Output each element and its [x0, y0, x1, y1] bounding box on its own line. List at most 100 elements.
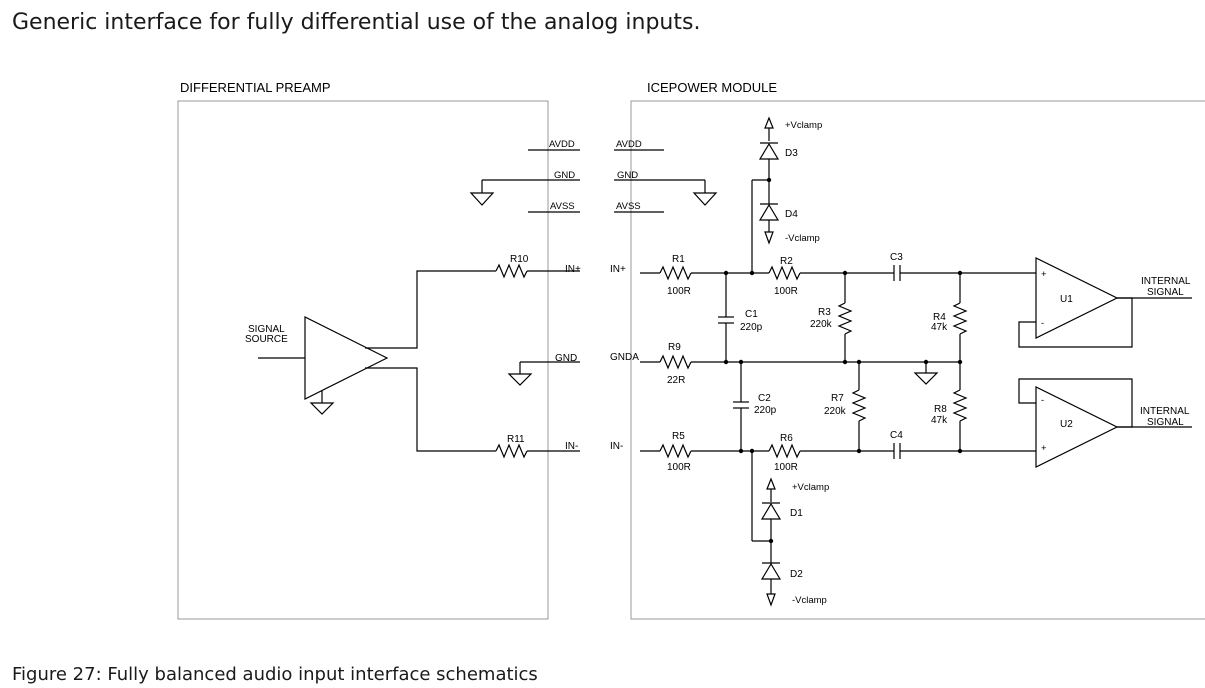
signal-source-amplifier — [304, 316, 389, 400]
ground-symbol — [507, 362, 533, 386]
u1-ref: U1 — [1060, 294, 1073, 305]
r2-resistor — [768, 265, 801, 281]
preamp-in-minus-label: IN- — [565, 441, 578, 452]
module-in-plus-label: IN+ — [610, 264, 626, 275]
u1-plus-pin: + — [1041, 269, 1047, 280]
vclamp-pos-bottom-arrow — [766, 477, 776, 502]
vclamp-pos-bottom-label: +Vclamp — [792, 482, 829, 493]
vclamp-neg-top-arrow — [764, 231, 774, 245]
u2-minus-pin: - — [1041, 395, 1044, 406]
r1-resistor — [659, 265, 692, 281]
c3-capacitor — [893, 265, 901, 281]
d2-ref: D2 — [790, 569, 803, 580]
r8-value: 47k — [931, 415, 948, 426]
r11-resistor — [495, 443, 528, 459]
r7-resistor — [851, 389, 867, 422]
r7-ref: R7 — [831, 393, 844, 404]
vclamp-pos-top-label: +Vclamp — [785, 120, 822, 131]
d4-diode — [758, 203, 780, 221]
module-avss-label: AVSS — [616, 201, 641, 212]
preamp-block — [177, 100, 549, 620]
vclamp-neg-bottom-label: -Vclamp — [792, 595, 827, 606]
preamp-block-label: DIFFERENTIAL PREAMP — [180, 80, 330, 95]
junction-dot — [856, 448, 862, 454]
u2-opamp — [1035, 386, 1119, 468]
figure-caption: Figure 27: Fully balanced audio input in… — [12, 664, 538, 685]
r1-value: 100R — [667, 286, 691, 297]
ground-symbol — [913, 362, 939, 385]
preamp-avdd-label: AVDD — [549, 139, 575, 150]
d1-diode — [760, 502, 782, 520]
r3-resistor — [837, 302, 853, 335]
c1-capacitor — [718, 316, 734, 324]
junction-dot — [723, 359, 729, 365]
u1-opamp — [1035, 257, 1119, 339]
r6-ref: R6 — [780, 433, 793, 444]
c2-capacitor — [733, 401, 749, 409]
u2-ref: U2 — [1060, 419, 1073, 430]
vclamp-neg-top-label: -Vclamp — [785, 233, 820, 244]
module-avdd-label: AVDD — [616, 139, 642, 150]
module-block — [630, 100, 1205, 620]
r5-resistor — [659, 443, 692, 459]
r9-value: 22R — [667, 375, 685, 386]
c1-ref: C1 — [745, 309, 758, 320]
r1-ref: R1 — [672, 254, 685, 265]
module-gnda-label: GNDA — [610, 352, 639, 363]
r9-ref: R9 — [668, 342, 681, 353]
d4-ref: D4 — [785, 209, 798, 220]
module-gnd-label: GND — [617, 170, 638, 181]
junction-dot — [738, 448, 744, 454]
r9-resistor — [659, 354, 692, 370]
r11-ref: R11 — [507, 434, 525, 445]
preamp-in-plus-label: IN+ — [565, 264, 581, 275]
r4-value: 47k — [931, 322, 948, 333]
c3-ref: C3 — [890, 252, 903, 263]
signal-source-label-1: SIGNAL — [248, 324, 285, 335]
output2-label-2: SIGNAL — [1147, 417, 1184, 428]
output2-label-1: INTERNAL — [1140, 406, 1190, 417]
u1-minus-pin: - — [1041, 318, 1044, 329]
vclamp-pos-top-arrow — [764, 116, 774, 141]
preamp-gnd-top-label: GND — [554, 170, 575, 181]
c4-ref: C4 — [890, 430, 903, 441]
vclamp-neg-bottom-arrow — [766, 593, 776, 607]
r3-ref: R3 — [818, 307, 831, 318]
signal-source-label-2: SOURCE — [245, 334, 288, 345]
c2-ref: C2 — [758, 393, 771, 404]
r2-ref: R2 — [780, 256, 793, 267]
output1-label-1: INTERNAL — [1141, 276, 1191, 287]
u2-plus-pin: + — [1041, 443, 1047, 454]
d2-diode — [760, 562, 782, 580]
r8-ref: R8 — [934, 404, 947, 415]
c2-value: 220p — [754, 405, 777, 416]
ground-symbol — [469, 180, 495, 206]
d3-ref: D3 — [785, 148, 798, 159]
r6-value: 100R — [774, 462, 798, 473]
r4-resistor — [952, 302, 968, 335]
module-block-label: ICEPOWER MODULE — [647, 80, 777, 95]
ground-symbol — [309, 391, 335, 415]
output1-label-2: SIGNAL — [1147, 287, 1184, 298]
d3-diode — [758, 142, 780, 160]
page-title: Generic interface for fully differential… — [12, 10, 701, 35]
preamp-avss-label: AVSS — [550, 201, 575, 212]
c4-capacitor — [893, 443, 901, 459]
junction-dot — [842, 359, 848, 365]
r2-value: 100R — [774, 286, 798, 297]
preamp-gnd-label: GND — [555, 353, 577, 364]
ground-symbol — [692, 180, 718, 206]
r10-ref: R10 — [510, 254, 529, 265]
c1-value: 220p — [740, 322, 763, 333]
d1-ref: D1 — [790, 508, 803, 519]
r4-ref: R4 — [933, 312, 946, 323]
r10-resistor — [495, 263, 528, 279]
module-in-minus-label: IN- — [610, 441, 623, 452]
r7-value: 220k — [824, 406, 847, 417]
r6-resistor — [768, 443, 801, 459]
r5-value: 100R — [667, 462, 691, 473]
r8-resistor — [952, 389, 968, 422]
r3-value: 220k — [810, 319, 833, 330]
r5-ref: R5 — [672, 431, 685, 442]
